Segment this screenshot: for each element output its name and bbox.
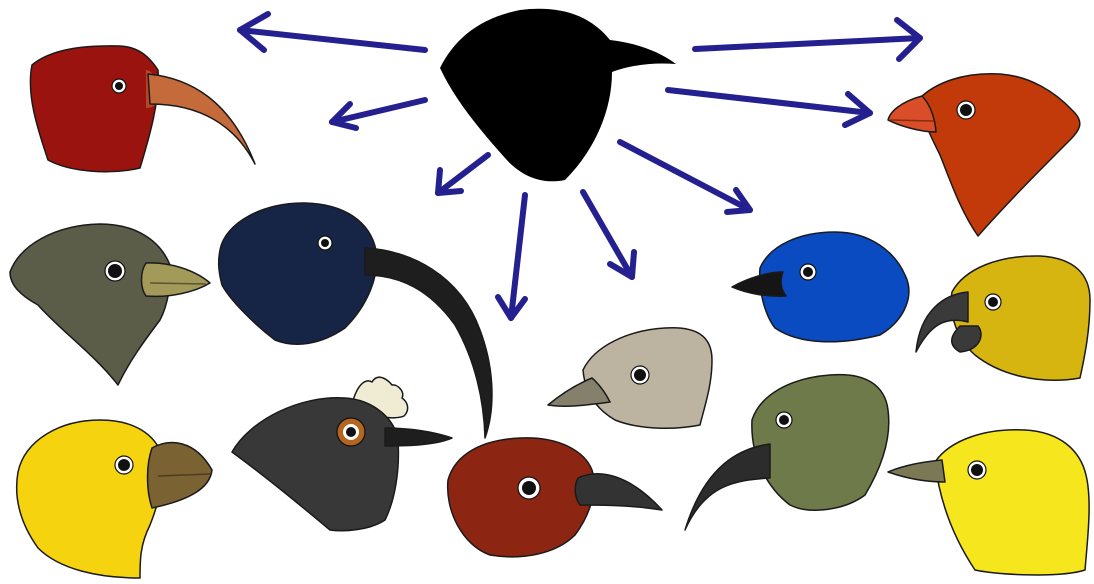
orange-red-head: [888, 74, 1080, 236]
olive-grey-finch-head: [10, 224, 210, 385]
arrow-to-navy-head: [332, 100, 425, 128]
arrow-to-top-right: [695, 20, 920, 59]
golden-hook-billed-head: [916, 256, 1090, 380]
dark-grey-crested-head: [232, 377, 452, 530]
olive-green-decurved-bill-head: [685, 375, 889, 530]
maroon-head: [448, 438, 662, 557]
arrow-to-blue-head: [620, 142, 750, 212]
pale-grey-head: [548, 328, 712, 429]
yellow-thick-billed-head: [17, 420, 212, 578]
bright-yellow-head: [888, 430, 1089, 575]
sickle-billed-red-head: [30, 46, 255, 172]
arrow-to-sickle-billed-red-head: [240, 14, 425, 50]
arrow-to-maroon-head: [498, 195, 525, 318]
arrow-to-orange-red-head: [668, 90, 870, 125]
arrow-to-pale-grey-head: [583, 192, 634, 277]
blue-head: [732, 232, 909, 342]
arrow-to-navy-head-lower: [438, 155, 488, 193]
